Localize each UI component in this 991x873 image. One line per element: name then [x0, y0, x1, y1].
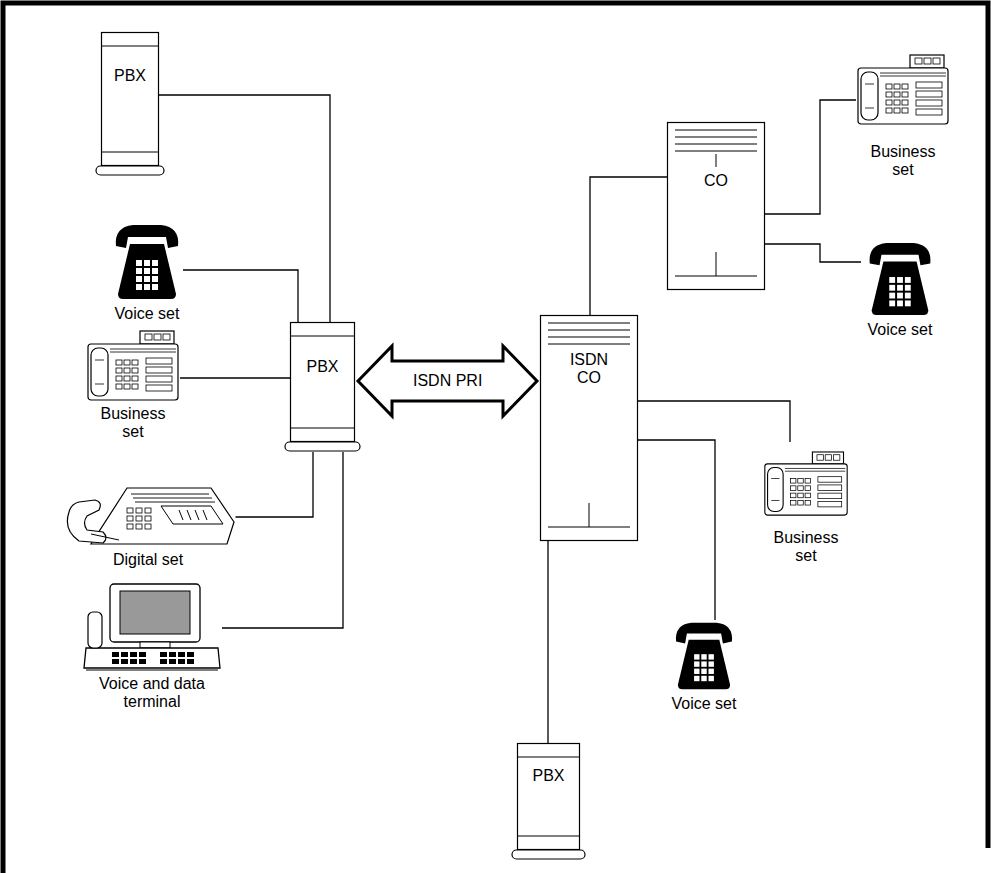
node-label: ISDN CO [564, 351, 614, 387]
trunk-label: ISDN PRI [411, 372, 484, 390]
pbx-cabinet [101, 32, 159, 176]
telephone-set: Voice and data terminal [82, 582, 222, 711]
pbx-node: PBX [290, 322, 355, 452]
connection-line [159, 95, 330, 322]
telephone-set: Business set [763, 442, 849, 565]
device-label: Business set [96, 405, 171, 441]
device-label: Voice set [668, 695, 740, 713]
connection-line [236, 452, 314, 517]
central-office-node: CO [667, 122, 765, 290]
connection-line [590, 177, 667, 315]
pbx-cabinet [290, 322, 355, 452]
node-label: PBX [298, 358, 348, 376]
telephone-set: Business set [856, 40, 950, 179]
frame-border [3, 3, 988, 873]
node-label: PBX [524, 767, 574, 785]
telephone-set: Voice set [861, 240, 939, 339]
pbx-node: PBX [517, 743, 580, 860]
telephone-set: Business set [86, 330, 180, 441]
device-label: Voice set [861, 321, 939, 339]
device-label: Business set [769, 529, 844, 565]
central-office-node: ISDN CO [540, 315, 638, 541]
connection-line [547, 541, 548, 743]
connection-line [222, 452, 343, 628]
business-phone-icon [763, 442, 849, 526]
connection-line [638, 440, 715, 620]
business-phone-icon [856, 40, 950, 140]
isdn-trunk-arrow [358, 346, 537, 416]
telephone-set: Digital set [61, 468, 236, 569]
terminal-phone-icon [82, 582, 222, 672]
connection-line [765, 244, 861, 262]
voice-phone-icon [861, 240, 939, 318]
connection-line [183, 270, 298, 322]
device-label: Digital set [98, 551, 198, 569]
device-label: Voice set [111, 305, 183, 323]
node-label: PBX [105, 67, 155, 85]
pbx-cabinet [517, 743, 580, 860]
node-label: CO [691, 172, 741, 190]
voice-phone-icon [669, 620, 739, 692]
connection-line [765, 100, 856, 214]
device-label: Voice and data terminal [92, 675, 212, 711]
business-phone-icon [86, 330, 180, 402]
telephone-set: Voice set [668, 620, 740, 713]
voice-phone-icon [113, 222, 181, 302]
telephone-set: Voice set [111, 222, 183, 323]
connection-line [180, 377, 290, 378]
co-switch [667, 122, 765, 290]
connection-line [638, 401, 790, 442]
digital-phone-icon [61, 468, 236, 548]
device-label: Business set [866, 143, 941, 179]
pbx-node: PBX [101, 32, 159, 176]
co-switch [540, 315, 638, 541]
